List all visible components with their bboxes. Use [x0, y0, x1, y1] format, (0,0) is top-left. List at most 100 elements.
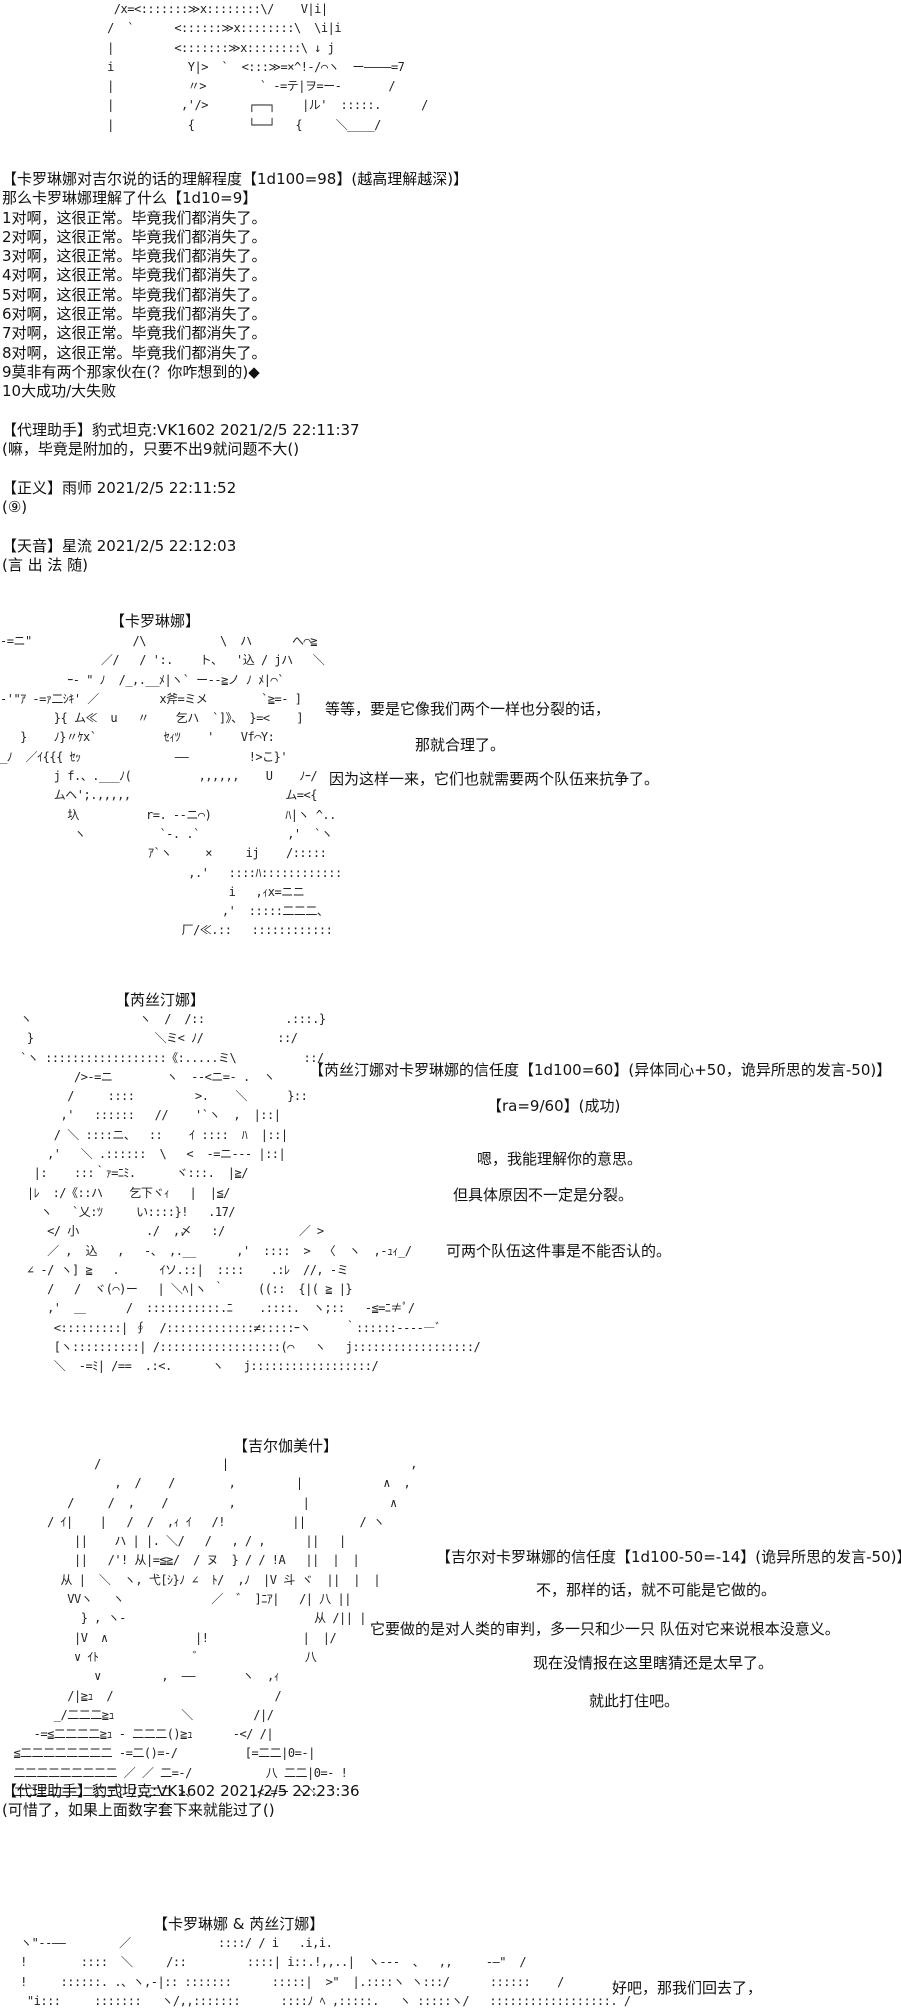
- ascii-art-line: ヽ"‐-―― ／ ::::/ / i .i,i.: [0, 1936, 333, 1950]
- ascii-art-line: | { └──┘ { ＼____/: [60, 117, 381, 132]
- text-line: 8对啊，这很正常。毕竟我们都消失了。: [2, 343, 267, 362]
- ascii-art-line: <:::::::::| ∮ /:::::::::::::≠:::::ｰヽ ｀::…: [0, 1320, 442, 1335]
- ascii-art-line: / / ヾ(⌒)ー | ＼ﾍ|ヽ ｀ ((:: {|( ≧ |}: [0, 1282, 353, 1297]
- ascii-art-line: ムヘ';.,,,,, ム=<{: [0, 788, 318, 803]
- ascii-art-line: / ｲ| | / / ,ｨ ｲ /! || / ヽ: [0, 1514, 385, 1529]
- roll-result-text: 【ra=9/60】(成功): [487, 1097, 621, 1115]
- ascii-art-line: | <:::::::≫x::::::::\ ↓ j: [60, 40, 335, 55]
- ascii-art-line: 从 | ＼ ヽ, 弋[ｼ}ﾉ ∠ ﾄ/ ,ﾉ |V 斗 ヾ || | |: [0, 1572, 381, 1587]
- character-label-anna: 【芮丝汀娜】: [115, 991, 206, 1009]
- ascii-art-line: 二二二二二二二二二{ /二二二 >、 ,<-=ー ヽ＼: [0, 1785, 319, 1800]
- ascii-art-line: i Y|> ` <:::≫=×^!-/⌒ヽ ー――――=7: [60, 59, 405, 74]
- dialogue-line: 那就合理了。: [415, 736, 506, 754]
- ascii-art-line: j f.、.___ﾉ( ,,,,,, U ﾉｰ/: [0, 769, 318, 784]
- dialogue-line: 因为这样一来，它们也就需要两个队伍来抗争了。: [329, 770, 660, 788]
- ascii-art-line: /|≧ｭ / /: [0, 1688, 282, 1703]
- ascii-art-line: `ヽ ::::::::::::::::::《:.....ミ\ ::/: [0, 1050, 324, 1065]
- text-line: 2对啊，这很正常。毕竟我们都消失了。: [2, 227, 267, 246]
- ascii-art-line: [ヽ::::::::::| /::::::::::::::::::(⌒ ヽ j:…: [0, 1340, 481, 1355]
- text-line: 10大成功/大失败: [2, 382, 117, 401]
- text-line: 【代理助手】豹式坦克:VK1602 2021/2/5 22:23:36: [2, 1782, 360, 1800]
- ascii-art-line: ｱ`ヽ × ij /:::::: [0, 846, 327, 861]
- dialogue-line: 等等，要是它像我们两个一样也分裂的话，: [325, 700, 611, 718]
- ascii-art-line: ＼ ‐=ﾐ| /== .:<. ヽ j::::::::::::::::::/: [0, 1359, 379, 1374]
- ascii-art-line: / ＼ ::::ニ、 :: ｲ :::: ﾊ |::|: [0, 1127, 288, 1142]
- ascii-art-line: ／/ / ':. ト、 '込 / jハ ＼: [0, 653, 325, 668]
- pair-ascii-art: ヽ"‐-―― ／ ::::/ / i .i,i. ! :::: ＼ /:: ::…: [0, 1934, 631, 2011]
- ascii-art-line: ∨ , ―― ヽ ,ｨ: [0, 1669, 280, 1684]
- text-line: [2, 517, 468, 536]
- dialogue-line: 不，那样的话，就不可能是它做的。: [536, 1581, 777, 1599]
- ascii-art-line: i ,ｨx=ニニ: [0, 884, 305, 899]
- ascii-art-line: | 〃> ` -=テ|ヲ=ー- /: [60, 79, 396, 94]
- ascii-art-line: 圦 r=. ‐‐ニ⌒) ﾊ|ヽ ^..: [0, 807, 336, 822]
- dialogue-line: 就此打住吧。: [589, 1692, 680, 1710]
- ascii-art-line: |: :::｀ｧ=ﾆﾐ. ヾ:::. |≧/: [0, 1166, 249, 1181]
- ascii-art-line: ! :::: ＼ /:: ::::| i::.!,,..| ヽ‐‐‐ ､ ,, …: [0, 1955, 527, 1970]
- text-line: 3对啊，这很正常。毕竟我们都消失了。: [2, 247, 267, 266]
- ascii-art-line: _ﾉ ／ｲ{{{ ｾｯ ―― !>こ}': [0, 749, 288, 764]
- text-line: 6对啊，这很正常。毕竟我们都消失了。: [2, 305, 267, 324]
- ascii-art-line: />‐=ニ ヽ ‐‐<ニ=‐ . ヽ: [0, 1069, 275, 1084]
- ascii-art-line: ‐'"ｱ ‐=ｧ二ｼｷ' ／ x斧=ミメ `≧=‐ ]: [0, 691, 302, 706]
- ascii-art-line: | ,'/> ┌──┐ |ル' :::::. /: [60, 98, 428, 113]
- ascii-art-line: ,' ＼ .:::::: \ < ‐=ニ‐‐‐ |::|: [0, 1147, 286, 1162]
- text-line: 5对啊，这很正常。毕竟我们都消失了。: [2, 285, 267, 304]
- dialogue-line: 嗯，我能理解你的意思。: [477, 1150, 643, 1168]
- text-line: 【天音】星流 2021/2/5 22:12:03: [2, 536, 237, 555]
- ascii-art-line: || /'! 从|=≦≧/ / ヌ } / / !A || | |: [0, 1553, 360, 1568]
- dialogue-line: 现在没情报在这里瞎猜还是太早了。: [533, 1654, 774, 1672]
- ascii-art-line: ,' :::::: // '`ヽ , |::|: [0, 1108, 281, 1123]
- text-line: (⑨): [2, 498, 28, 517]
- ascii-art-line: _/二二二≧ｭ ＼ /|/: [0, 1707, 274, 1722]
- text-line: 【正义】雨师 2021/2/5 22:11:52: [2, 478, 237, 497]
- character-label-pair: 【卡罗琳娜 & 芮丝汀娜】: [153, 1915, 325, 1933]
- text-line: [2, 459, 468, 478]
- ascii-art-line: |ﾚ :/《::ハ 乞下ヾｨ | |≦/: [0, 1185, 231, 1200]
- ascii-art-line: / ` <::::::≫x::::::::\ \i|i: [60, 21, 342, 36]
- ascii-art-line: VVヽ ヽ ／ ゛ ]ﾆｱ| /| 八 ||: [0, 1592, 351, 1607]
- trust-roll-text: 【吉尔对卡罗琳娜的信任度【1d100-50=-14】(诡异所思的发言-50)】: [436, 1548, 901, 1566]
- roll-block: 【卡罗琳娜对吉尔说的话的理解程度【1d100=98】(越高理解越深)】那么卡罗琳…: [2, 170, 468, 575]
- ascii-art-line: 厂/≪.:: ::::::::::::: [0, 923, 333, 938]
- ascii-art-line: -=ニ" /\ \ ハ へ⌒≧: [0, 634, 317, 648]
- text-line: [2, 402, 468, 421]
- character-label-gilgamesh: 【吉尔伽美什】: [233, 1437, 339, 1455]
- ascii-art-line: }{ ム≪ u 〃 乞ハ `]》、 }=< ]: [0, 711, 304, 726]
- ascii-art-line: ≦二二二二二二二二 -=二()=-/ [=二二|0=-|: [0, 1746, 315, 1761]
- text-line: (嘛，毕竟是附加的，只要不出9就问题不大(): [2, 440, 300, 459]
- ascii-art-line: |V ∧ |! | |/: [0, 1630, 337, 1645]
- text-line: 4对啊，这很正常。毕竟我们都消失了。: [2, 266, 267, 285]
- trust-roll-text: 【芮丝汀娜对卡罗琳娜的信任度【1d100=60】(异体同心+50，诡异所思的发言…: [309, 1061, 892, 1079]
- ascii-art-line: ｰ‐ " ﾉ /_,.__ﾒ|ヽ` ー‐‐≧ノ ﾉ ﾒ|⌒`: [0, 672, 284, 687]
- dialogue-line: 可两个队伍这件事是不能否认的。: [446, 1242, 672, 1260]
- text-line: (可惜了，如果上面数字套下来就能过了(): [2, 1801, 275, 1820]
- ascii-art-line: ヽ `‐. .` ,' `ヽ: [0, 826, 333, 841]
- ascii-art-line: ヽ ヽ / /:: .:::.}: [0, 1012, 326, 1026]
- ascii-art-line: / / , / , | ∧: [0, 1495, 397, 1510]
- ascii-art-line: ,.' ::::ﾊ::::::::::::: [0, 865, 342, 880]
- anna-ascii-art: ヽ ヽ / /:: .:::.} } ＼ミ< ﾉ/ ::/ `ヽ :::::::…: [0, 1010, 481, 1377]
- ascii-art-line: ／ , 込 , ‐、 ,.__ ,' :::: > 〈 ヽ ,‐ｭｨ_/: [0, 1243, 412, 1258]
- ascii-art-line: /x=<:::::::≫x::::::::\/ V|i|: [60, 2, 328, 16]
- text-line: 【代理助手】豹式坦克:VK1602 2021/2/5 22:11:37: [2, 420, 360, 439]
- ascii-art-line: ∠ ‐/ ヽ] ≧ . ｲソ.::| :::: .:ﾚ //, ‐ミ: [0, 1262, 349, 1277]
- ascii-art-line: ヽ `乂:ﾂ い::::}! .17/: [0, 1204, 236, 1219]
- dialogue-line: 它要做的是对人类的审判，多一只和少一只 队伍对它来说根本没意义。: [370, 1620, 840, 1638]
- ascii-art-line: / | ,: [0, 1457, 417, 1471]
- character-label-karolina: 【卡罗琳娜】: [110, 612, 201, 630]
- ascii-art-line: "i::: ::::::: ヽ/,,::::::: ::::ﾉ ﾍ ,:::::…: [0, 1993, 631, 2008]
- gilgamesh-ascii-art: / | , , / / , | ∧ , / / , / , | ∧ / ｲ| |…: [0, 1455, 417, 1802]
- ascii-art-line: } , ヽ‐ 从 /|| |: [0, 1611, 367, 1626]
- ascii-art-line: ∨ ｲﾄ ゛ 八: [0, 1649, 317, 1664]
- ascii-art-line: } ﾉ}〃ｹx` ｾｨﾂ ' Vf⌒Y:: [0, 730, 275, 745]
- ascii-art-line: ! ::::::. .、ヽ,‐|:: ::::::: :::::| >" |.:…: [0, 1974, 564, 1989]
- ascii-art-line: 二二二二二二二二二 ／ ／ 二=-/ 八 二二|0=- !: [0, 1765, 348, 1780]
- text-line: (言 出 法 随): [2, 555, 89, 574]
- comment-post: 【代理助手】豹式坦克:VK1602 2021/2/5 22:23:36(可惜了，…: [2, 1782, 360, 1821]
- dialogue-line: 好吧，那我们回去了，: [612, 1979, 763, 1997]
- header-ascii-art: /x=<:::::::≫x::::::::\/ V|i| / ` <::::::…: [60, 0, 428, 135]
- ascii-art-line: } ＼ミ< ﾉ/ ::/: [0, 1031, 298, 1046]
- ascii-art-line: ,' ＿ / :::::::::::.ﾆ .::::. ヽ;:: ‐≦=ﾆ≠ﾟ/: [0, 1301, 415, 1316]
- text-line: 7对啊，这很正常。毕竟我们都消失了。: [2, 324, 267, 343]
